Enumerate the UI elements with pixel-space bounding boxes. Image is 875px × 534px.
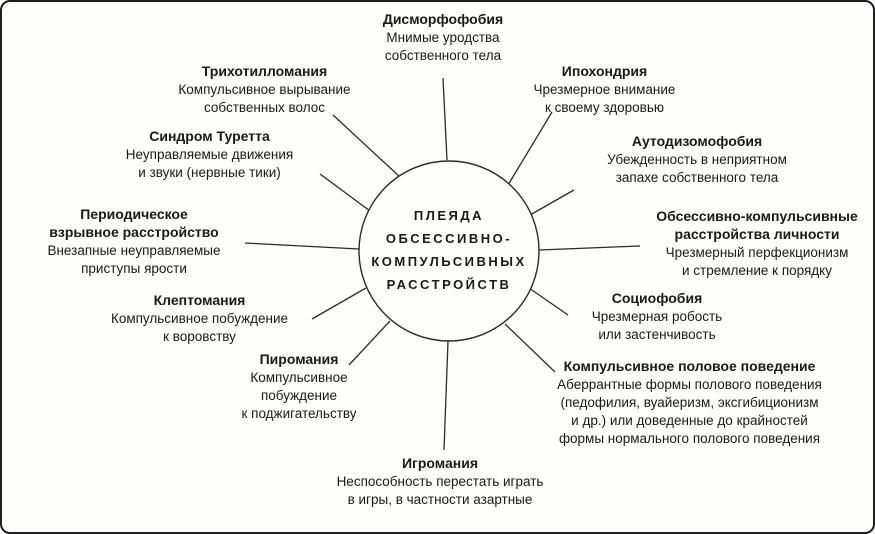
node-gambling-addiction: Игромания Неспособность перестать играть… (315, 454, 565, 509)
node-title: Ипохондрия (561, 63, 648, 79)
connector-line-trichotillomania (332, 114, 401, 178)
node-dysmorphophobia: Дисморфофобия Мнимые уродства собственно… (323, 10, 563, 65)
node-description: Чрезмерный перфекционизм и стремление к … (665, 245, 849, 278)
node-title: Компульсивное половое поведение (563, 358, 816, 374)
node-title: Пиромания (259, 351, 339, 367)
connector-line-sociophobia (528, 287, 569, 316)
node-trichotillomania: Трихотилломания Компульсивное вырывание … (152, 62, 377, 117)
node-description: Неуправляемые движения и звуки (нервные … (125, 147, 294, 180)
node-description: Чрезмерное внимание к своему здоровью (533, 82, 676, 115)
connector-line-dysmorphophobia (442, 77, 448, 161)
node-description: Компульсивное вырывание собственных воло… (178, 82, 351, 115)
connector-line-kleptomania (311, 287, 367, 320)
connector-line-compulsive-sexual-behavior (504, 323, 556, 373)
node-title: Синдром Туретта (149, 128, 270, 144)
node-tourette-syndrome: Синдром Туретта Неуправляемые движения и… (102, 127, 317, 182)
node-autodysomophobia: Аутодизомофобия Убежденность в неприятно… (577, 132, 817, 187)
node-title: Клептомания (153, 292, 246, 308)
node-compulsive-sexual-behavior: Компульсивное половое поведение Аберрант… (522, 357, 857, 448)
node-title: Дисморфофобия (382, 11, 504, 27)
node-title: Периодическое взрывное расстройство (49, 206, 219, 240)
node-kleptomania: Клептомания Компульсивное побуждение к в… (92, 291, 307, 346)
node-title: Обсессивно-компульсивные расстройства ли… (656, 208, 858, 242)
connector-line-pyromania (348, 320, 391, 366)
node-ocd-personality-disorders: Обсессивно-компульсивные расстройства ли… (637, 207, 873, 280)
center-title: ПЛЕЯДА ОБСЕССИВНО- КОМПУЛЬСИВНЫХ РАССТРО… (371, 208, 527, 292)
node-description: Аберрантные формы полового поведения (пе… (557, 377, 822, 446)
node-description: Компульсивное побуждение к воровству (110, 311, 289, 344)
node-title: Трихотилломания (201, 63, 328, 79)
center-circle (358, 160, 540, 342)
node-intermittent-explosive-disorder: Периодическое взрывное расстройство Внез… (24, 205, 244, 278)
node-description: Неспособность перестать играть в игры, в… (336, 474, 544, 507)
connector-line-tourette-syndrome (319, 173, 371, 212)
connector-line-gambling-addiction (443, 340, 449, 451)
connector-line-autodysomophobia (529, 189, 575, 216)
connector-line-ocd-personality (538, 245, 641, 251)
node-description: Убежденность в неприятном запахе собстве… (607, 152, 787, 185)
connector-line-intermittent-explosive-disorder (244, 242, 360, 250)
node-sociophobia: Социофобия Чрезмерная робость или застен… (547, 289, 767, 344)
connector-line-hypochondria (507, 111, 553, 186)
node-title: Игромания (401, 455, 478, 471)
node-hypochondria: Ипохондрия Чрезмерное внимание к своему … (497, 62, 712, 117)
node-title: Социофобия (611, 290, 703, 306)
node-pyromania: Пиромания Компульсивное побуждение к под… (214, 350, 384, 423)
node-description: Компульсивное побуждение к поджигательст… (241, 370, 357, 421)
node-title: Аутодизомофобия (631, 133, 763, 149)
node-description: Внезапные неуправляемые приступы ярости (47, 243, 221, 276)
node-description: Чрезмерная робость или застенчивость (591, 309, 723, 342)
node-description: Мнимые уродства собственного тела (384, 30, 502, 63)
